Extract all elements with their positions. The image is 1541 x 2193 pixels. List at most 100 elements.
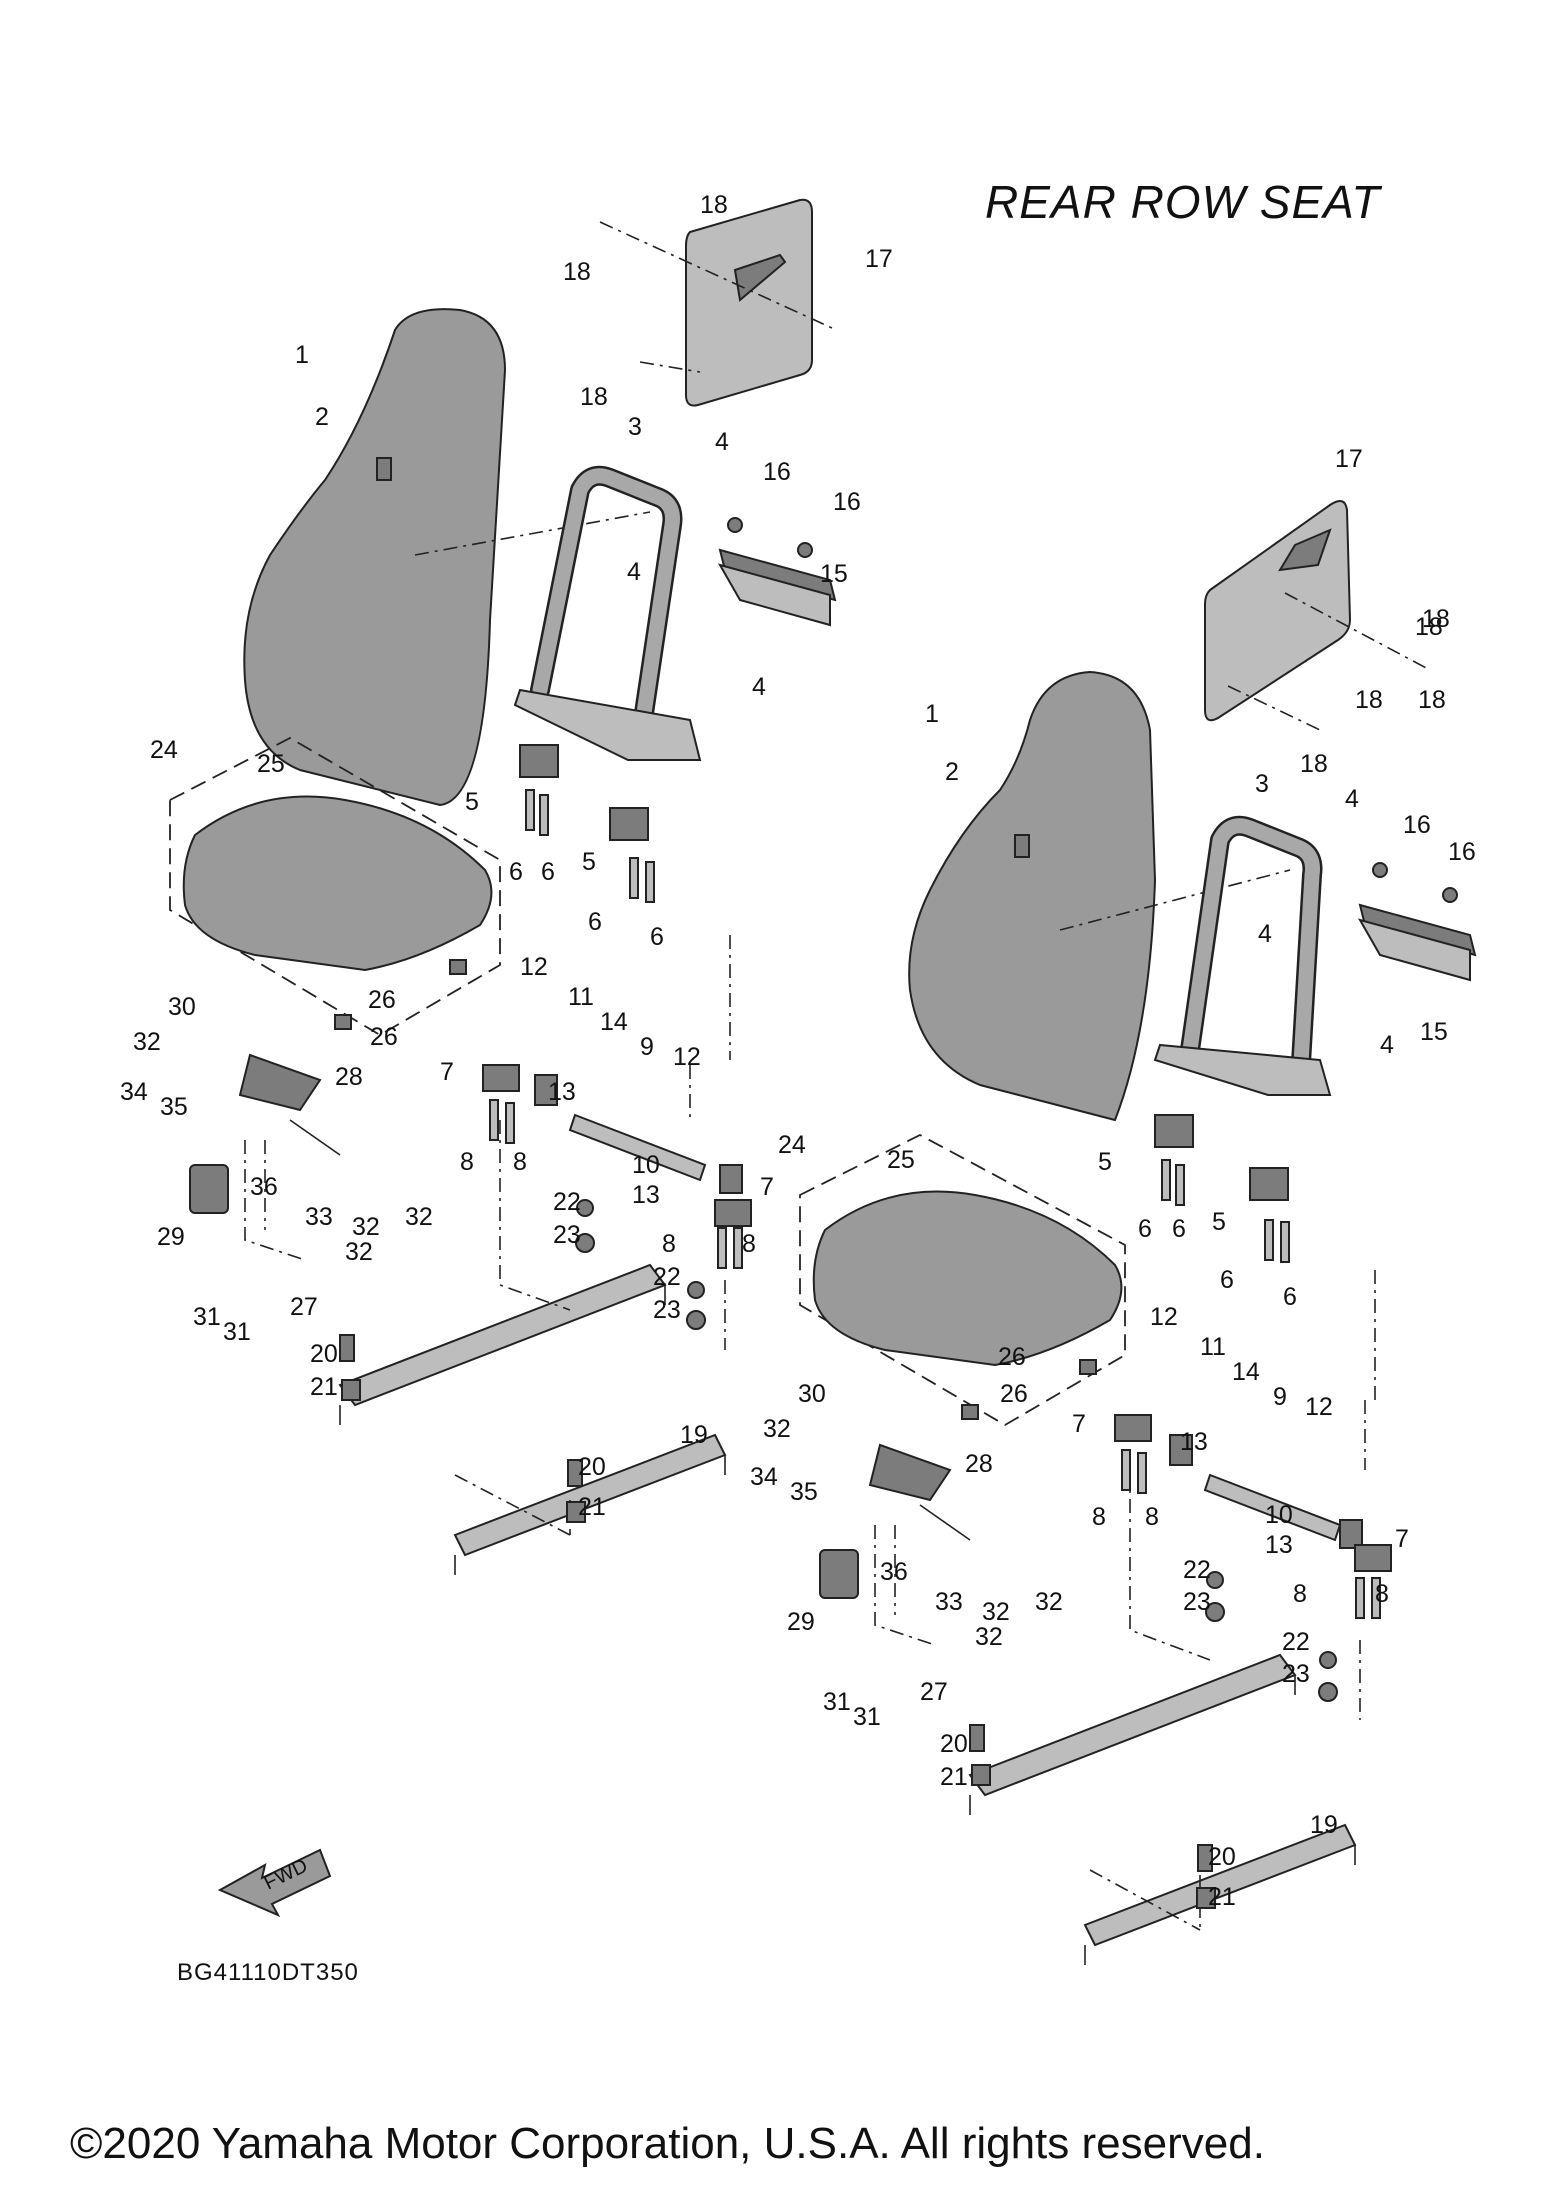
callout: 35: [790, 1478, 818, 1506]
callout: 4: [1380, 1031, 1394, 1059]
callout: 32: [763, 1415, 791, 1443]
callout: 22: [653, 1263, 681, 1291]
copyright-notice: ©2020 Yamaha Motor Corporation, U.S.A. A…: [70, 2119, 1265, 2168]
callout: 23: [553, 1221, 581, 1249]
callout: 8: [742, 1230, 756, 1258]
callout: 36: [880, 1558, 908, 1586]
callout: 1: [295, 341, 309, 369]
callout: 12: [520, 953, 548, 981]
callout: 13: [1180, 1428, 1208, 1456]
callout: 26: [998, 1343, 1026, 1371]
cushion-group-box-24-right: [799, 1133, 1126, 1427]
callout: 28: [965, 1450, 993, 1478]
callout: 12: [1150, 1303, 1178, 1331]
callout: 18: [1415, 613, 1443, 641]
callout: 1: [925, 700, 939, 728]
callout: 7: [760, 1173, 774, 1201]
callout: 34: [750, 1463, 778, 1491]
callout: 21: [940, 1763, 968, 1791]
callout: 22: [1183, 1556, 1211, 1584]
callout: 4: [1258, 920, 1272, 948]
callout: 21: [578, 1493, 606, 1521]
callout: 26: [368, 986, 396, 1014]
callout: 16: [1448, 838, 1476, 866]
callout: 8: [662, 1230, 676, 1258]
callout: 32: [345, 1238, 373, 1266]
callout: 2: [945, 758, 959, 786]
callout: 6: [650, 923, 664, 951]
callout: 6: [1283, 1283, 1297, 1311]
callout: 34: [120, 1078, 148, 1106]
fwd-arrow: FWD: [217, 1848, 332, 1918]
callout: 13: [548, 1078, 576, 1106]
callout: 15: [1420, 1018, 1448, 1046]
callout: 14: [600, 1008, 628, 1036]
callout: 21: [1208, 1883, 1236, 1911]
seat-cushion-right: [812, 1190, 1123, 1367]
callout: 17: [865, 245, 893, 273]
callout: 20: [578, 1453, 606, 1481]
callout: 11: [568, 983, 594, 1011]
callout: 16: [763, 458, 791, 486]
callout: 33: [935, 1588, 963, 1616]
callout: 8: [1092, 1503, 1106, 1531]
callout: 18: [580, 383, 608, 411]
callout: 35: [160, 1093, 188, 1121]
callout: 5: [465, 788, 479, 816]
left-seat-assembly: [169, 198, 837, 1575]
callout: 6: [1138, 1215, 1152, 1243]
diagram-title: REAR ROW SEAT: [985, 176, 1382, 228]
callout: 26: [1000, 1380, 1028, 1408]
callout: 16: [833, 488, 861, 516]
callout: 8: [513, 1148, 527, 1176]
callout: 17: [1335, 445, 1363, 473]
diagram-code: BG41110DT350: [177, 1959, 359, 1986]
callout: 31: [853, 1703, 881, 1731]
seat-cushion-left: [182, 795, 493, 972]
callout: 8: [1375, 1580, 1389, 1608]
callout: 27: [920, 1678, 948, 1706]
callout: 15: [820, 560, 848, 588]
callout: 6: [1172, 1215, 1186, 1243]
callout: 23: [1183, 1588, 1211, 1616]
callout: 20: [1208, 1843, 1236, 1871]
callout: 32: [405, 1203, 433, 1231]
callout: 12: [673, 1043, 701, 1071]
seat-back-tag: [376, 457, 392, 481]
callout: 27: [290, 1293, 318, 1321]
seat-rail-right: [968, 1653, 1297, 1797]
callout: 20: [940, 1730, 968, 1758]
callout: 4: [752, 673, 766, 701]
callout: 19: [680, 1421, 708, 1449]
callout: 22: [1282, 1628, 1310, 1656]
callout: 4: [715, 428, 729, 456]
callout: 10: [632, 1151, 660, 1179]
backrest-panel-17: [599, 198, 833, 407]
callout: 9: [640, 1033, 654, 1061]
callout: 18: [1422, 605, 1450, 633]
callout: 23: [653, 1296, 681, 1324]
callout: 7: [440, 1058, 454, 1086]
callout: 8: [1145, 1503, 1159, 1531]
callout: 6: [541, 858, 555, 886]
callout: 5: [1212, 1208, 1226, 1236]
callout: 4: [1345, 785, 1359, 813]
callout: 5: [582, 848, 596, 876]
callout: 9: [1273, 1383, 1287, 1411]
callout: 11: [1200, 1333, 1226, 1361]
callout: 14: [1232, 1358, 1260, 1386]
callout: 8: [1293, 1580, 1307, 1608]
callout: 26: [370, 1023, 398, 1051]
callout: 36: [250, 1173, 278, 1201]
seat-back-left: [243, 308, 507, 807]
callout: 32: [352, 1213, 380, 1241]
callout: 22: [553, 1188, 581, 1216]
callout: 3: [628, 413, 642, 441]
callout: 6: [509, 858, 523, 886]
callout: 18: [1355, 686, 1383, 714]
callout: 18: [1418, 686, 1446, 714]
callout: 7: [1072, 1410, 1086, 1438]
callout: 10: [1265, 1501, 1293, 1529]
callouts-left: 1 2 3 4 4 4 5 5 6 6 6 6 7 7 8 8 8 8 9 10…: [120, 191, 1443, 1521]
